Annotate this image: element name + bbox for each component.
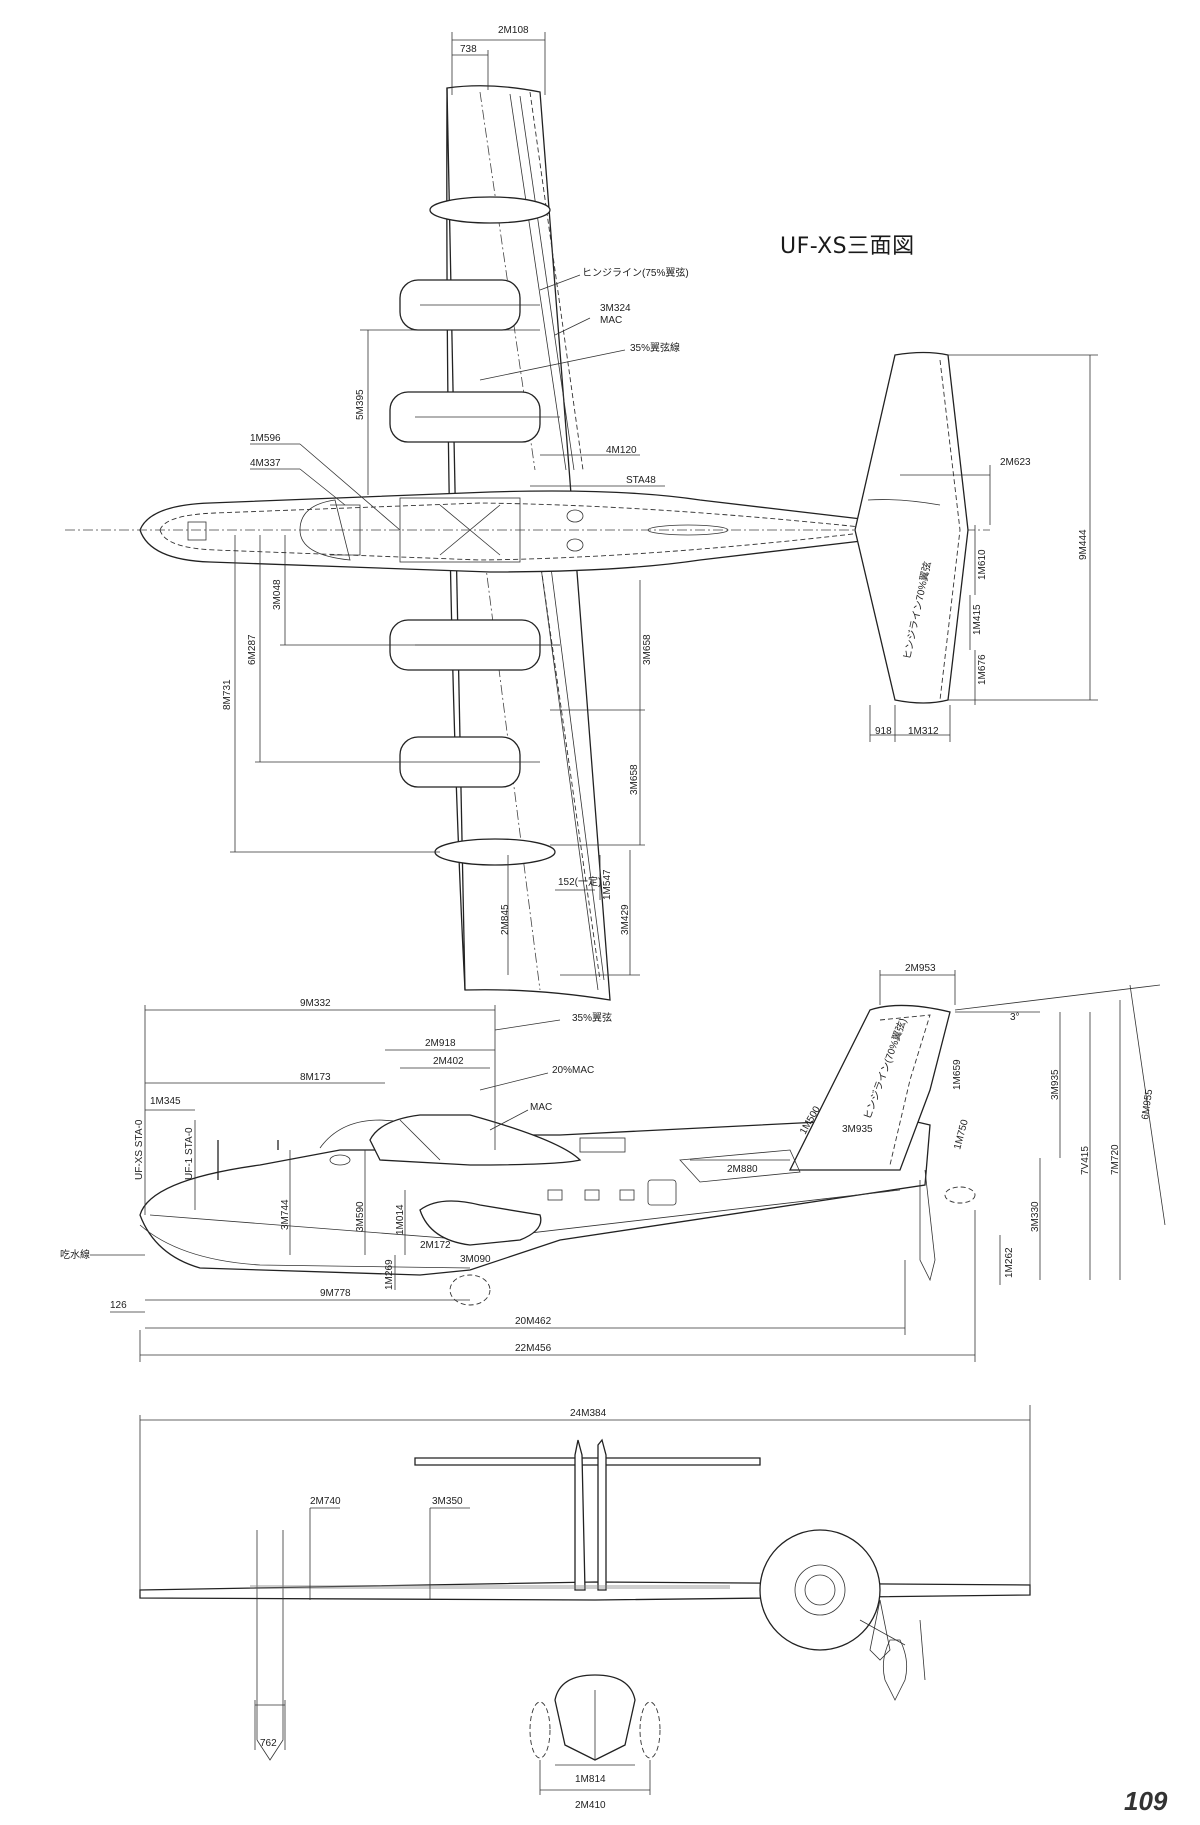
dim-8m173: 8M173 [300,1072,331,1083]
dim-2m402: 2M402 [433,1056,464,1067]
label-hinge-line: ヒンジライン(75%翼弦) [582,266,689,279]
dim-1m814: 1M814 [575,1774,606,1785]
dim-6m287: 6M287 [247,634,258,665]
door [647,1179,677,1206]
dim-3m324: 3M324 [600,303,631,314]
dim-2m172: 2M172 [420,1240,451,1251]
dim-24m384: 24M384 [570,1408,607,1419]
horizontal-tail [854,351,969,704]
dim-1m014: 1M014 [395,1204,406,1235]
label-35-chord-side: 35%翼弦 [572,1011,612,1024]
dim-1m676: 1M676 [977,654,988,685]
label-20-mac: 20%MAC [552,1065,594,1076]
label-angle: 3° [1010,1012,1020,1023]
dim-3m429: 3M429 [620,904,631,935]
dim-2m410: 2M410 [575,1800,606,1811]
propeller-disc [759,1529,881,1651]
window-2 [584,1189,600,1201]
dim-4m337: 4M337 [250,458,281,469]
dim-3m935-right: 3M935 [1050,1069,1061,1100]
dim-3m048: 3M048 [272,579,283,610]
dim-1m269: 1M269 [384,1259,395,1290]
dim-1m659: 1M659 [952,1059,963,1090]
dim-20m462: 20M462 [515,1316,552,1327]
page-number: 109 [1124,1786,1168,1816]
dim-9m332: 9M332 [300,998,331,1009]
dim-9m778: 9M778 [320,1288,351,1299]
dim-1m547: 1M547 [602,869,613,900]
dim-3m330: 3M330 [1030,1201,1041,1232]
dim-8m731: 8M731 [222,679,233,710]
front-view: 24M384 2M740 3M350 762 1M814 2M410 [139,1405,1031,1811]
dim-6m955: 6M955 [1140,1088,1155,1120]
dim-2m740: 2M740 [310,1496,341,1507]
dim-1m415: 1M415 [972,604,983,635]
dim-762: 762 [260,1738,277,1749]
dim-2m953: 2M953 [905,963,936,974]
dim-3m658-b: 3M658 [629,764,640,795]
dim-3m935-tail: 3M935 [842,1124,873,1135]
label-mac-side: MAC [530,1102,552,1113]
dim-738: 738 [460,44,477,55]
side-view: 吃水線 9M332 35%翼弦 2M918 2M402 20%MAC 8M173… [60,963,1166,1362]
dim-2m880: 2M880 [727,1164,758,1175]
drawing-title: UF-XS三面図 [780,234,915,259]
dim-2m845: 2M845 [500,904,511,935]
engine-nacelle-side [369,1114,582,1166]
vertical-tail [788,1004,951,1171]
dim-1m312: 1M312 [908,726,939,737]
dim-3m744: 3M744 [280,1199,291,1230]
dim-1m610: 1M610 [977,549,988,580]
top-view: 2M108 738 ヒンジライン(75%翼弦) 3M324 MAC 35%翼弦線… [65,25,1098,1001]
dim-3m350: 3M350 [432,1496,463,1507]
fin-front [574,1439,586,1591]
wing-outline [446,85,611,1001]
wingtip-float-top [429,196,551,224]
dim-5m395: 5M395 [355,389,366,420]
window-1 [547,1189,563,1201]
wingtip-float-bottom [434,838,556,866]
label-waterline: 吃水線 [60,1248,90,1261]
dim-1m596: 1M596 [250,433,281,444]
dim-1m750: 1M750 [952,1118,971,1151]
dim-3m658-a: 3M658 [642,634,653,665]
dim-7v415: 7V415 [1080,1146,1091,1175]
dim-152: 152(一定) [558,875,601,888]
label-sta-xs: UF-XS STA-0 [134,1119,145,1180]
sponson-side [419,1200,542,1246]
dim-2m623: 2M623 [1000,457,1031,468]
label-sta-1: UF-1 STA-0 [184,1127,195,1180]
label-mac: MAC [600,315,622,326]
tailplane-front [414,1457,761,1466]
label-sta48: STA48 [626,475,656,486]
dim-126: 126 [110,1300,127,1311]
dim-918: 918 [875,726,892,737]
dim-4m120: 4M120 [606,445,637,456]
window-3 [619,1189,635,1201]
dim-9m444: 9M444 [1078,529,1089,560]
dim-2m918: 2M918 [425,1038,456,1049]
dim-1m262: 1M262 [1004,1247,1015,1278]
dim-7m720: 7M720 [1110,1144,1121,1175]
label-35-chord: 35%翼弦線 [630,341,680,354]
dim-1m345: 1M345 [150,1096,181,1107]
dim-3m590: 3M590 [355,1201,366,1232]
dim-22m456: 22M456 [515,1343,552,1354]
dim-3m090: 3M090 [460,1254,491,1265]
dim-2m108: 2M108 [498,25,529,36]
